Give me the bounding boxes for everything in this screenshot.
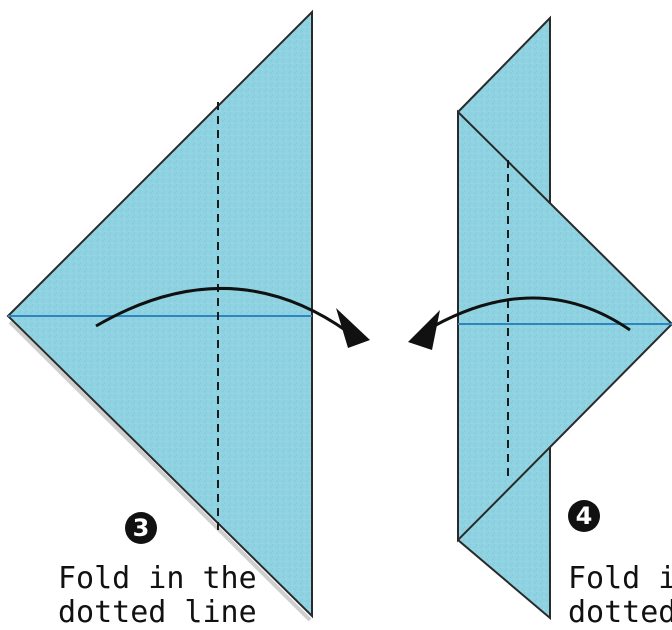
step3-arrowhead — [336, 308, 370, 348]
step4-figure — [408, 15, 672, 621]
step4-caption: Fold in the dotted line — [568, 562, 672, 630]
step4-fold-arrow — [433, 296, 631, 332]
step4-arrowhead — [408, 310, 440, 350]
step3-edge-shadow — [8, 320, 312, 622]
step4-front-triangle — [457, 109, 672, 543]
step4-number-badge: 4 — [568, 500, 600, 532]
step3-caption: Fold in the dotted line — [58, 562, 257, 630]
step3-fold-arrow — [95, 286, 349, 334]
step4-caption-line2: dotted line — [568, 595, 672, 630]
step4-caption-line1: Fold in the — [568, 562, 672, 596]
step3-caption-line1: Fold in the — [58, 561, 257, 596]
step3-caption-line2: dotted line — [58, 595, 257, 630]
step3-number-badge: 3 — [125, 512, 157, 544]
step3-triangle — [6, 9, 313, 619]
step3-figure — [6, 9, 370, 622]
